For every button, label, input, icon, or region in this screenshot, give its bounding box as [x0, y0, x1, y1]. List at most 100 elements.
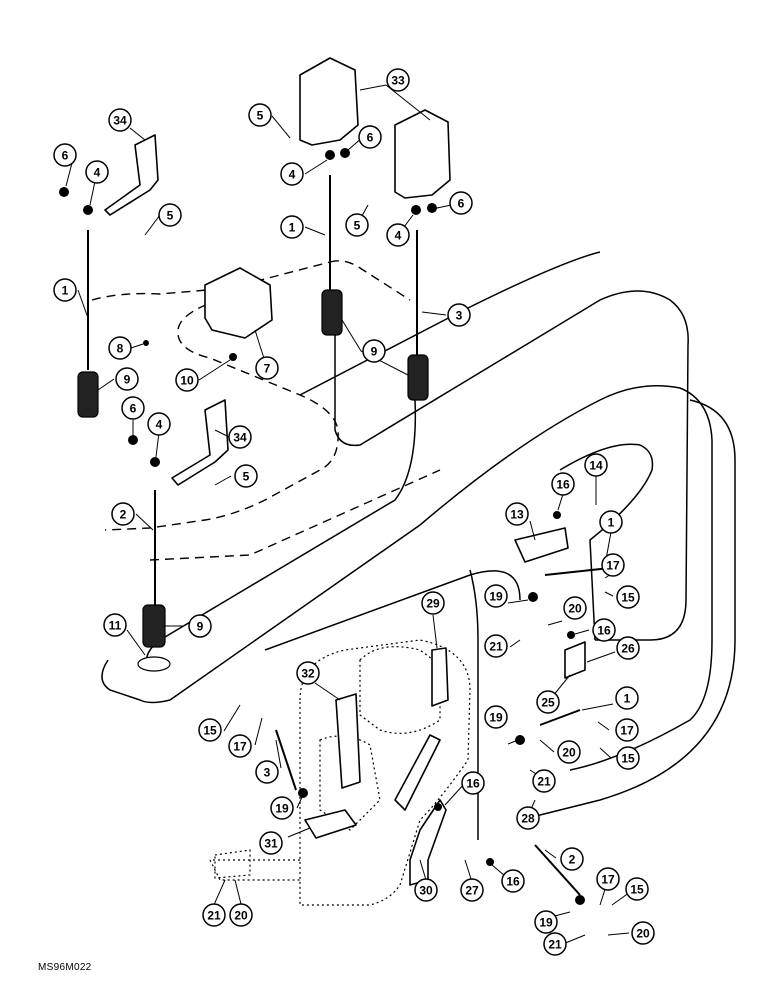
- callout-4: 4: [147, 412, 171, 436]
- callout-circle: [414, 878, 438, 902]
- callout-15: 15: [625, 877, 649, 901]
- leader-15-b: [223, 704, 241, 732]
- leader-17-c: [597, 721, 610, 731]
- callout-circle: [599, 510, 623, 534]
- callout-19: 19: [484, 584, 508, 608]
- callout-number: 15: [621, 591, 635, 605]
- callout-circle: [616, 746, 640, 770]
- washer-16-c: [434, 803, 442, 811]
- callout-5: 5: [345, 213, 369, 237]
- leader-33-a: [359, 84, 387, 91]
- callout-3: 3: [255, 760, 279, 784]
- callout-number: 16: [506, 875, 520, 889]
- cable-1-r1: [544, 567, 611, 576]
- callout-circle: [158, 203, 182, 227]
- leader-9-b: [341, 319, 362, 352]
- washer-16-a: [553, 511, 561, 519]
- leader-5-d: [214, 475, 232, 486]
- callout-19: 19: [534, 910, 558, 934]
- callout-26: 26: [616, 636, 640, 660]
- callout-circle: [615, 686, 639, 710]
- callout-circle: [484, 705, 508, 729]
- leader-26: [586, 651, 616, 663]
- callout-number: 20: [568, 602, 582, 616]
- callout-34: 34: [108, 108, 132, 132]
- callout-circle: [484, 634, 508, 658]
- leader-3-a: [421, 311, 447, 316]
- callout-circle: [202, 903, 226, 927]
- callout-25: 25: [536, 690, 560, 714]
- callout-4: 4: [280, 162, 304, 186]
- callout-number: 34: [233, 431, 247, 445]
- callout-number: 1: [62, 284, 69, 298]
- callout-circle: [460, 878, 484, 902]
- cable-loop-3: [101, 384, 713, 704]
- callout-number: 9: [371, 345, 378, 359]
- callout-number: 21: [207, 909, 221, 923]
- cable-loop-3-tail: [569, 639, 713, 771]
- callout-30: 30: [414, 878, 438, 902]
- callout-9: 9: [362, 339, 386, 363]
- callout-circle: [505, 502, 529, 526]
- callout-7: 7: [255, 356, 279, 380]
- callout-number: 13: [510, 508, 524, 522]
- leader-lines: [65, 84, 634, 945]
- link-31: [304, 809, 357, 839]
- leader-32: [314, 682, 341, 701]
- grommet-11: [137, 656, 171, 672]
- callout-number: 6: [130, 402, 137, 416]
- callout-number: 29: [426, 597, 440, 611]
- callout-circle: [270, 796, 294, 820]
- callout-31: 31: [259, 831, 283, 855]
- leader-16-b: [574, 629, 590, 635]
- cable-harness-loops: [101, 251, 736, 840]
- callout-11: 11: [103, 613, 127, 637]
- callout-20: 20: [631, 921, 655, 945]
- leader-19-c: [296, 794, 304, 809]
- callout-circle: [259, 831, 283, 855]
- callout-number: 1: [624, 692, 631, 706]
- callout-28: 28: [516, 806, 540, 830]
- callout-17: 17: [596, 867, 620, 891]
- cable-loop-7: [299, 251, 601, 396]
- callout-number: 34: [113, 114, 127, 128]
- cable-loop-1: [145, 399, 417, 671]
- lever-32: [335, 693, 361, 789]
- cable-3-lower: [275, 729, 297, 791]
- callout-circle: [516, 806, 540, 830]
- cable-loop-5: [519, 399, 736, 821]
- leader-34-b: [214, 429, 230, 438]
- washer-10: [229, 353, 237, 361]
- callout-9: 9: [115, 367, 139, 391]
- callout-14: 14: [584, 453, 608, 477]
- callout-number: 17: [606, 559, 620, 573]
- bracket-7: [204, 267, 273, 339]
- callout-number: 2: [569, 853, 576, 867]
- callout-circle: [625, 877, 649, 901]
- callout-circle: [386, 223, 410, 247]
- callout-number: 27: [465, 884, 479, 898]
- housing-lower-lobe: [319, 735, 381, 831]
- nut-6-a: [59, 187, 69, 197]
- callout-circle: [563, 596, 587, 620]
- leader-30: [419, 859, 427, 881]
- boot-9-center: [321, 289, 343, 336]
- callout-32: 32: [296, 661, 320, 685]
- callout-4: 4: [386, 223, 410, 247]
- callout-16: 16: [592, 618, 616, 642]
- leader-8: [130, 343, 144, 349]
- callout-6: 6: [449, 191, 473, 215]
- callout-circle: [280, 162, 304, 186]
- bracket-plate-21: [214, 849, 251, 879]
- callout-number: 14: [589, 459, 603, 473]
- callout-number: 7: [264, 362, 271, 376]
- callout-16: 16: [551, 472, 575, 496]
- callout-5: 5: [234, 464, 258, 488]
- callout-circle: [188, 614, 212, 638]
- leader-15-c: [599, 747, 612, 759]
- callout-circle: [255, 760, 279, 784]
- cable-route-upper-left: [91, 261, 331, 301]
- leader-5-a: [144, 214, 161, 236]
- boot-9-lower: [142, 604, 166, 648]
